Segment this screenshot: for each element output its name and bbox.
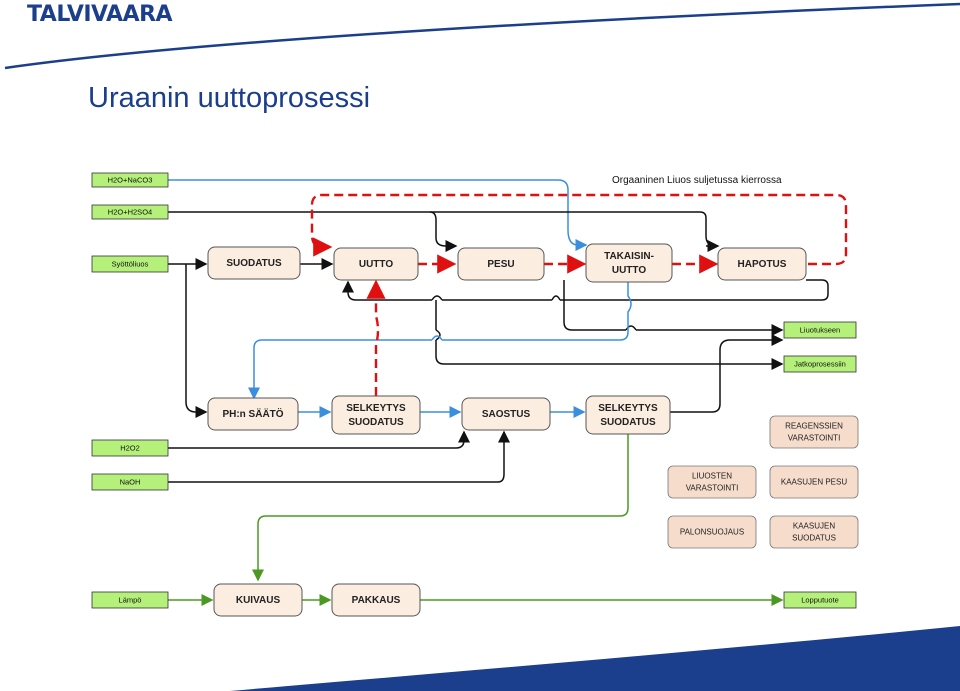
- flow-selkeytys-to-outputs: [670, 334, 784, 413]
- aux-kaasujen-pesu-label: KAASUJEN PESU: [781, 478, 847, 487]
- output-jatkoprosessiin-label: Jatkoprosessiin: [794, 359, 846, 368]
- page-title: Uraanin uuttoprosessi: [88, 82, 371, 114]
- flow-h2o2-to-saostus: [168, 430, 470, 449]
- flow-to-liuotukseen: [563, 280, 782, 330]
- aux-kaasujen-pesu: KAASUJEN PESU: [769, 465, 859, 499]
- step-suodatus: SUODATUS: [207, 246, 301, 280]
- step-takaisinuutto-label-1: TAKAISIN-: [604, 251, 654, 262]
- step-kuivaus-label: KUIVAUS: [236, 595, 281, 606]
- output-lopputuote: Lopputuote: [783, 591, 857, 609]
- step-selkeytys-suodatus-2: SELKEYTYS SUODATUS: [585, 395, 671, 435]
- step-pesu-label: PESU: [487, 259, 514, 270]
- step-hapotus: HAPOTUS: [717, 247, 807, 281]
- step-saostus-label: SAOSTUS: [482, 409, 531, 420]
- aux-reagenssien-varastointi: REAGENSSIEN VARASTOINTI: [769, 415, 859, 449]
- output-liuotukseen-label: Liuotukseen: [800, 325, 840, 334]
- step-takaisinuutto-label-2: UUTTO: [612, 265, 646, 276]
- aux-kaasujen-suodatus-label-1: KAASUJEN: [793, 522, 835, 531]
- input-naoh-label: NaOH: [120, 477, 141, 486]
- flow-to-jatkoprosessiin: [435, 300, 782, 364]
- step-selkeytys2-label-2: SUODATUS: [600, 417, 656, 428]
- output-lopputuote-label: Lopputuote: [801, 595, 839, 604]
- aux-palonsuojaus-label: PALONSUOJAUS: [680, 528, 744, 537]
- aux-liuosten-varastointi: LIUOSTEN VARASTOINTI: [667, 465, 757, 499]
- input-syottoliuos: Syöttöliuos: [91, 255, 169, 273]
- output-liuotukseen: Liuotukseen: [783, 321, 857, 339]
- step-selkeytys-suodatus-1: SELKEYTYS SUODATUS: [331, 395, 421, 435]
- aux-kaasujen-suodatus-label-2: SUODATUS: [792, 534, 836, 543]
- flow-takaisinuutto-to-ph: [254, 282, 632, 398]
- input-h2o-h2so4: H2O+H2SO4: [91, 204, 169, 220]
- company-logo: TALVIVAARA: [27, 2, 173, 27]
- input-lampo: Lämpö: [91, 591, 169, 609]
- input-h2o2-label: H2O2: [120, 443, 140, 452]
- flow-naoh-to-saostus: [168, 430, 510, 483]
- step-takaisinuutto: TAKAISIN- UUTTO: [585, 243, 673, 283]
- flow-selkeytys-to-uutto-organic: [366, 279, 386, 396]
- step-selkeytys1-label-2: SUODATUS: [348, 417, 404, 428]
- step-selkeytys2-label-1: SELKEYTYS: [598, 403, 658, 414]
- organic-loop-note: Orgaaninen Liuos suljetussa kierrossa: [612, 175, 782, 186]
- input-h2o2: H2O2: [91, 439, 169, 457]
- flow-crossing-hops: [431, 295, 561, 301]
- step-ph-saato: PH:n SÄÄTÖ: [207, 397, 299, 431]
- input-lampo-label: Lämpö: [119, 595, 142, 604]
- step-hapotus-label: HAPOTUS: [738, 259, 787, 270]
- aux-reagenssien-label-1: REAGENSSIEN: [785, 422, 843, 431]
- input-h2o-h2so4-label: H2O+H2SO4: [108, 207, 152, 216]
- flow-crossing-hop-3: [435, 329, 441, 341]
- flow-h2so4-main: [168, 211, 717, 247]
- aux-kaasujen-suodatus: KAASUJEN SUODATUS: [769, 515, 859, 549]
- aux-reagenssien-label-2: VARASTOINTI: [788, 434, 841, 443]
- flow-naco3-to-takaisinuutto: [168, 179, 588, 251]
- step-pesu: PESU: [457, 247, 545, 281]
- flow-syotto-to-ph: [185, 264, 208, 418]
- step-kuivaus: KUIVAUS: [213, 583, 303, 617]
- input-syottoliuos-label: Syöttöliuos: [112, 259, 149, 268]
- flow-blue-hop: [431, 335, 443, 341]
- step-pakkaus-label: PAKKAUS: [352, 595, 401, 606]
- header-swoosh: [4, 2, 960, 70]
- input-h2o-naco3-label: H2O+NaCO3: [108, 175, 153, 184]
- step-ph-saato-label: PH:n SÄÄTÖ: [222, 407, 283, 420]
- step-selkeytys1-label-1: SELKEYTYS: [346, 403, 406, 414]
- step-saostus: SAOSTUS: [461, 397, 551, 431]
- input-h2o-naco3: H2O+NaCO3: [91, 172, 169, 188]
- step-suodatus-label: SUODATUS: [226, 258, 282, 269]
- step-uutto: UUTTO: [333, 247, 419, 281]
- aux-palonsuojaus: PALONSUOJAUS: [667, 515, 757, 549]
- step-pakkaus: PAKKAUS: [331, 583, 421, 617]
- output-jatkoprosessiin: Jatkoprosessiin: [783, 355, 857, 373]
- flow-crossing-hop-2: [625, 325, 637, 331]
- aux-liuosten-label-1: LIUOSTEN: [692, 472, 732, 481]
- input-naoh: NaOH: [91, 473, 169, 491]
- flow-h2so4-to-pesu: [429, 211, 458, 252]
- flow-selkeytys-to-kuivaus: [252, 432, 629, 582]
- flow-organic-loop: [310, 193, 848, 266]
- flow-hapotus-return-to-uutto: [348, 280, 829, 301]
- step-uutto-label: UUTTO: [359, 259, 393, 270]
- aux-liuosten-label-2: VARASTOINTI: [686, 484, 739, 493]
